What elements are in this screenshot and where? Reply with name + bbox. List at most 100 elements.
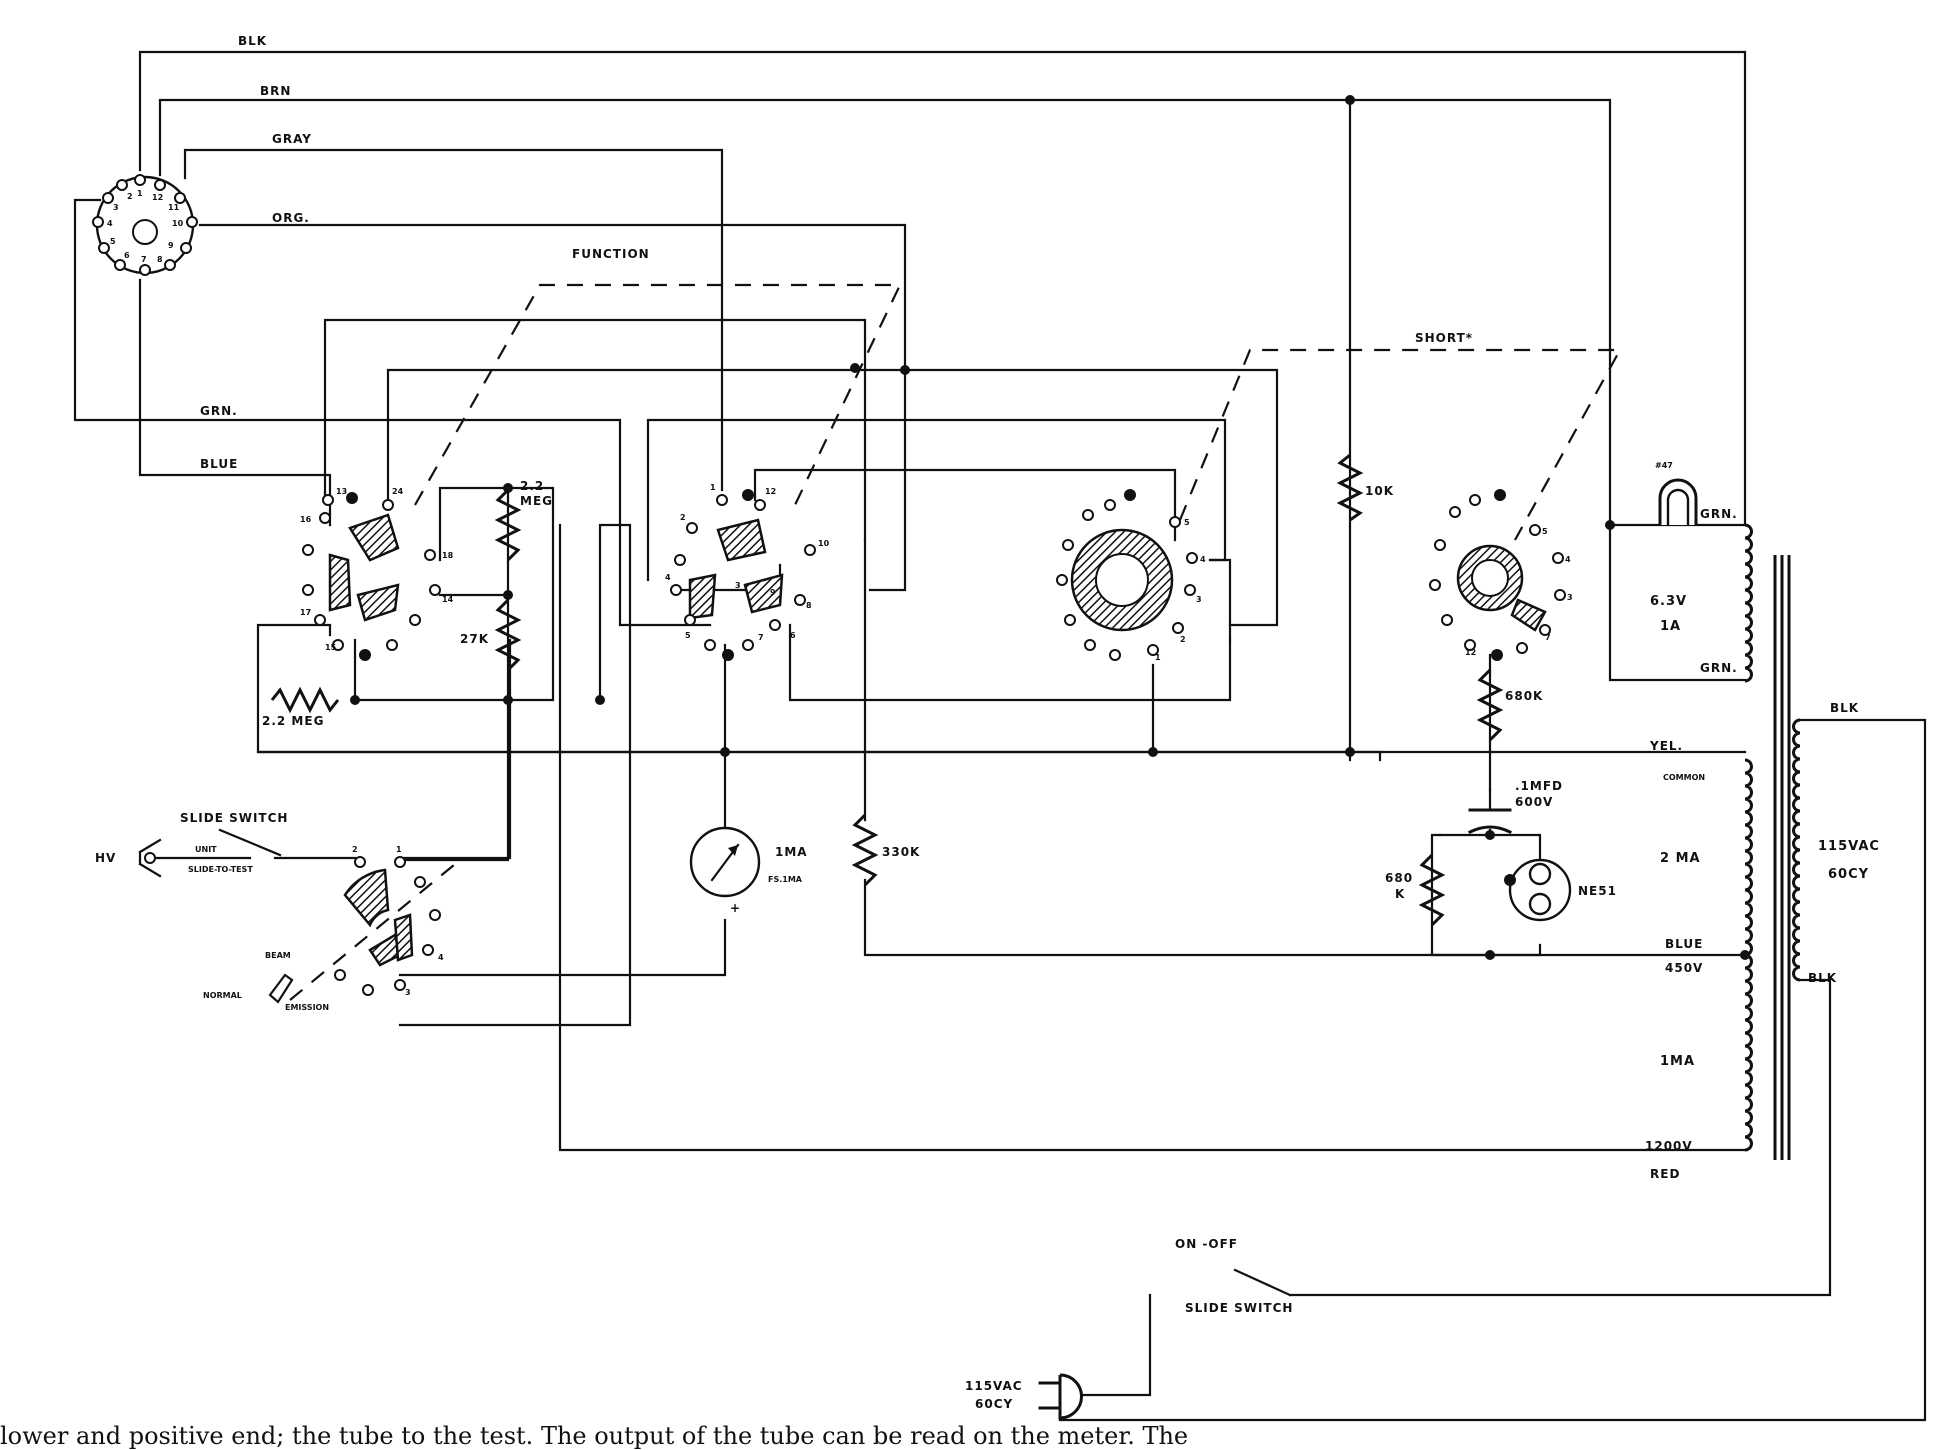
svg-text:12: 12 [765,487,776,496]
svg-text:K: K [1395,887,1405,901]
svg-text:3: 3 [1196,595,1202,604]
resistor-330k [851,813,879,887]
svg-text:60CY: 60CY [975,1397,1013,1411]
labels: BLK BRN GRAY ORG. GRN. BLUE YEL. RED BLK… [95,34,1880,1411]
svg-text:5: 5 [685,631,691,640]
svg-text:2: 2 [680,513,686,522]
svg-text:HV: HV [95,851,116,865]
svg-text:3: 3 [113,203,119,212]
svg-text:UNIT: UNIT [195,845,217,854]
svg-text:1MA: 1MA [775,845,808,859]
svg-text:NE51: NE51 [1578,884,1617,898]
tube-socket: 1 12 11 10 9 8 7 6 5 4 3 2 [92,174,198,276]
svg-text:YEL.: YEL. [1649,739,1683,753]
svg-text:4: 4 [107,219,113,228]
svg-text:13: 13 [336,487,347,496]
blue-tap-label: BLUE [1665,937,1703,951]
svg-text:1MA: 1MA [1660,1054,1695,1069]
svg-text:10: 10 [172,219,184,228]
svg-text:3: 3 [1567,593,1573,602]
short-wafer-3: 1 2 3 4 5 [1056,489,1206,662]
hv-jack [138,838,162,878]
svg-text:GRN.: GRN. [200,404,238,418]
svg-text:9: 9 [168,241,174,250]
svg-text:1A: 1A [1660,619,1681,634]
switch-linkage [289,283,1622,1001]
neon-lamp-ne51 [1504,858,1572,922]
svg-text:8: 8 [157,255,163,264]
svg-text:BRN: BRN [260,84,291,98]
svg-text:2: 2 [1180,635,1186,644]
svg-text:17: 17 [300,608,311,617]
svg-text:3: 3 [405,988,411,997]
svg-text:ON -OFF: ON -OFF [1175,1237,1238,1251]
resistor-10k [1336,453,1364,522]
svg-text:2 MA: 2 MA [1660,851,1701,866]
svg-text:4: 4 [665,573,671,582]
svg-text:BEAM: BEAM [265,951,291,960]
slide-to-test-switch: 2 1 3 4 [268,845,444,1004]
svg-text:3: 3 [735,581,741,590]
svg-text:4: 4 [1565,555,1571,564]
svg-text:6: 6 [790,631,796,640]
svg-text:FUNCTION: FUNCTION [572,247,650,261]
svg-text:2: 2 [352,845,358,854]
svg-text:SLIDE SWITCH: SLIDE SWITCH [180,811,288,825]
svg-text:SLIDE-TO-TEST: SLIDE-TO-TEST [188,865,253,874]
svg-text:SHORT*: SHORT* [1415,331,1473,345]
svg-text:6.3V: 6.3V [1650,594,1687,609]
function-wafer-2: 1 12 2 4 5 6 8 10 9 3 7 [665,483,830,661]
svg-text:5: 5 [1184,518,1190,527]
svg-text:16: 16 [300,515,312,524]
function-wafer-1: 13 24 16 17 15 18 14 [300,487,454,661]
svg-text:2.2: 2.2 [520,479,544,493]
svg-text:10: 10 [818,539,830,548]
svg-text:7: 7 [1545,633,1551,642]
ac-plug [1038,1373,1083,1420]
svg-text:4: 4 [438,953,444,962]
svg-text:+: + [730,901,741,915]
svg-text:5: 5 [110,237,116,246]
svg-text:1200V: 1200V [1645,1139,1693,1153]
pilot-lamp-47 [1658,478,1698,525]
svg-text:BLK: BLK [1808,971,1837,985]
svg-text:.1MFD: .1MFD [1515,779,1563,793]
svg-text:115VAC: 115VAC [1818,839,1880,854]
capacitor-0-1mfd [1467,808,1513,835]
slide-switch-blade [218,828,282,857]
svg-text:11: 11 [168,203,180,212]
on-off-switch-blade [1233,1268,1292,1297]
svg-text:BLK: BLK [1830,701,1859,715]
svg-text:24: 24 [392,487,404,496]
meter-1ma [689,826,761,898]
svg-text:EMISSION: EMISSION [285,1003,329,1012]
resistor-680k-left [1418,853,1446,927]
svg-text:27K: 27K [460,632,489,646]
svg-text:9: 9 [770,588,776,597]
svg-text:4: 4 [1200,555,1206,564]
svg-text:GRN.: GRN. [1700,507,1738,521]
svg-text:450V: 450V [1665,961,1703,975]
svg-text:GRAY: GRAY [272,132,312,146]
resistor-27k [494,598,522,672]
svg-text:BLK: BLK [238,34,267,48]
svg-text:7: 7 [758,633,764,642]
svg-text:12: 12 [1465,648,1476,657]
svg-text:#47: #47 [1655,461,1673,470]
svg-text:18: 18 [442,551,454,560]
svg-text:BLUE: BLUE [200,457,238,471]
svg-text:1: 1 [1155,653,1161,662]
svg-text:FS.1MA: FS.1MA [768,875,803,884]
svg-text:8: 8 [806,601,812,610]
resistor-2-2-meg-horizontal [270,686,340,714]
svg-text:SLIDE SWITCH: SLIDE SWITCH [1185,1301,1293,1315]
svg-text:680: 680 [1385,871,1413,885]
svg-text:2.2 MEG: 2.2 MEG [262,714,324,728]
svg-text:ORG.: ORG. [272,211,310,225]
svg-text:600V: 600V [1515,795,1553,809]
svg-text:NORMAL: NORMAL [203,991,242,1000]
svg-text:6: 6 [124,251,130,260]
svg-text:680K: 680K [1505,689,1543,703]
svg-text:1: 1 [710,483,716,492]
